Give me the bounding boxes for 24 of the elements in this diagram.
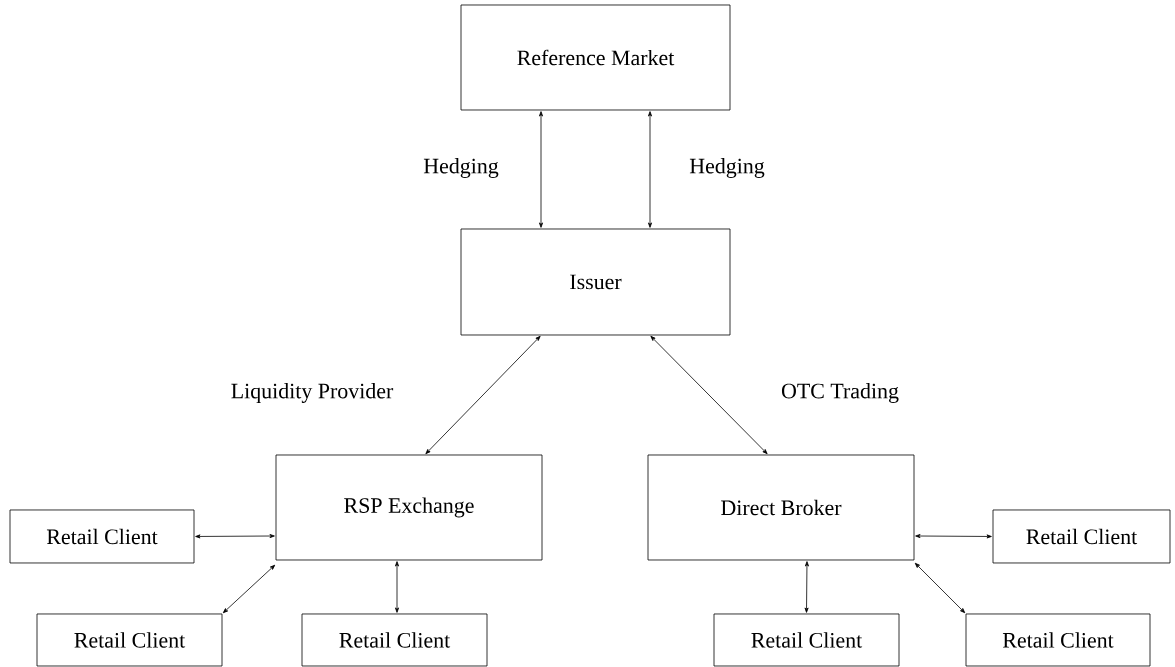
process-box: Retail Client [9,509,195,564]
process-box: Reference Market [460,4,731,111]
process-box: RSP Exchange [275,454,543,561]
arrow [395,561,399,613]
arrow [648,111,652,228]
process-box: Retail Client [36,613,223,667]
arrow [914,562,966,614]
arrow [915,534,992,539]
arrow [195,534,275,539]
arrow [425,335,541,455]
edge-label: Hedging [423,158,499,178]
arrow [804,561,809,613]
process-box: Direct Broker [647,454,915,561]
process-box: Retail Client [992,509,1171,564]
arrow [222,564,276,614]
process-box: Retail Client [965,613,1151,667]
process-box: Issuer [460,228,731,336]
edge-label: OTC Trading [781,383,899,403]
arrow [539,111,543,228]
edge-label: Hedging [689,158,765,178]
arrow [650,335,768,455]
process-box: Retail Client [301,613,488,667]
edge-label: Liquidity Provider [231,383,394,403]
process-box: Retail Client [713,613,900,667]
